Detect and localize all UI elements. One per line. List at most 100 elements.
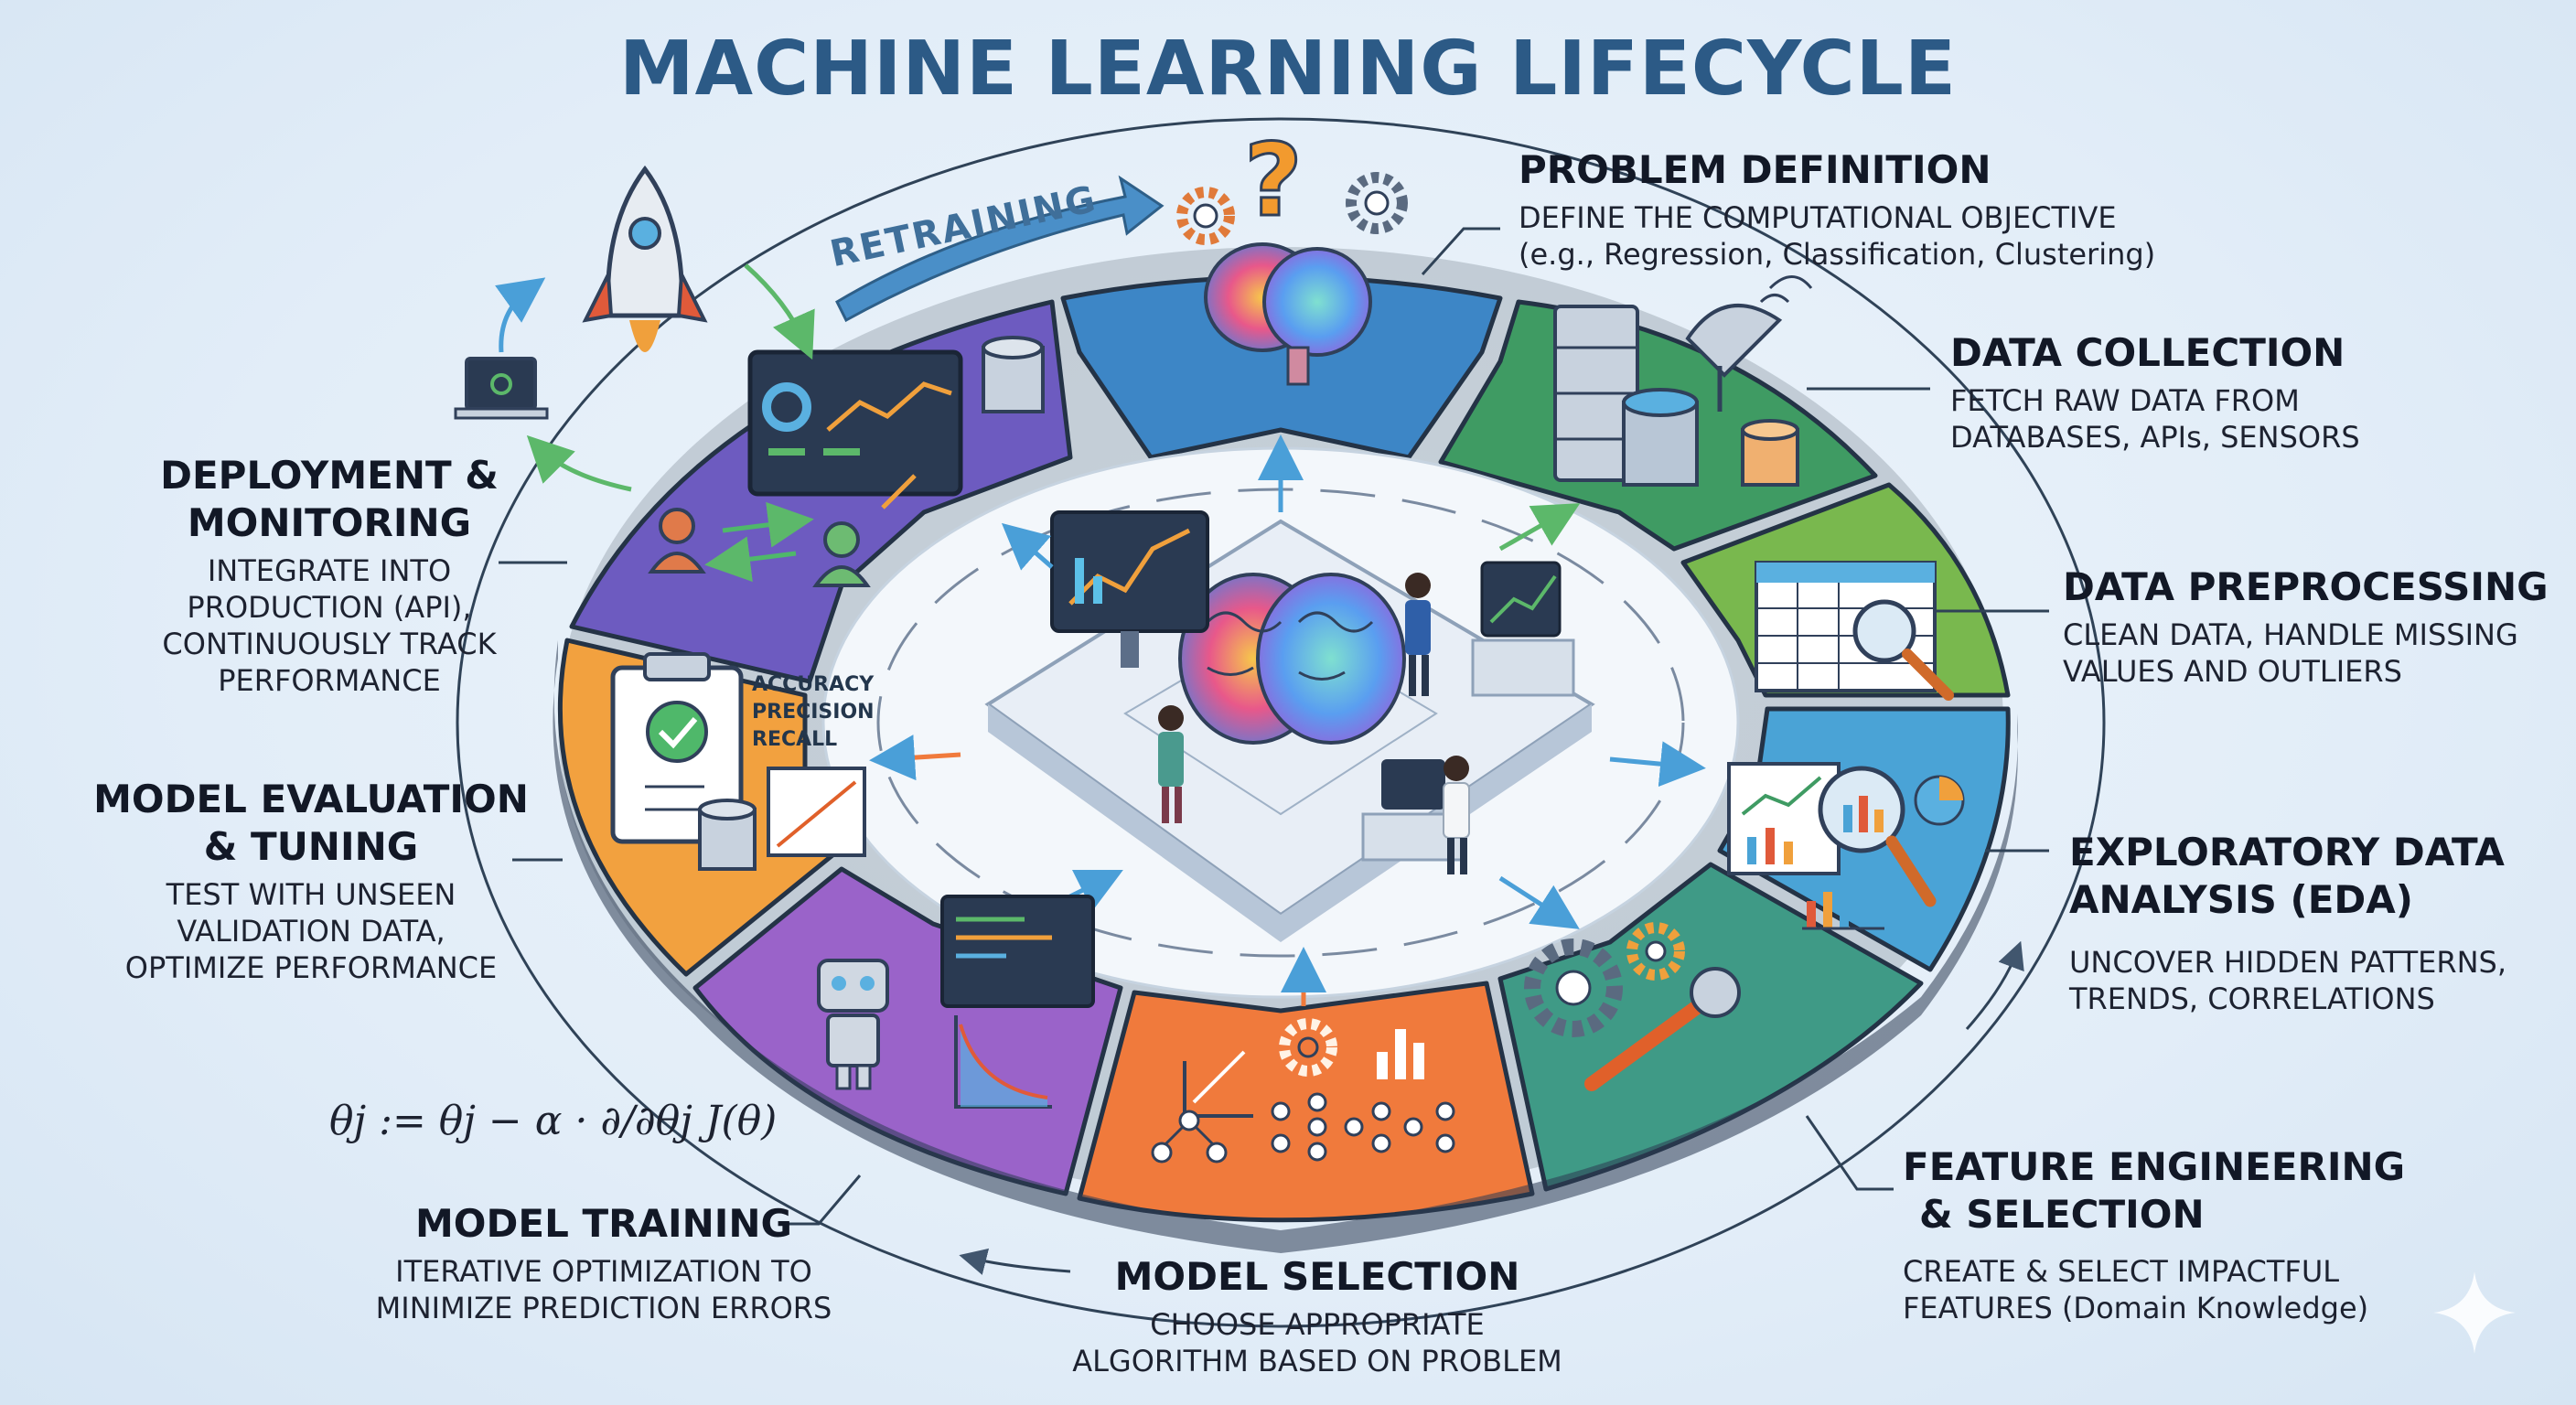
metric-recall: RECALL	[752, 728, 838, 751]
stage-description-line: ALGORITHM BASED ON PROBLEM	[1072, 1344, 1562, 1378]
stage-title: MODEL EVALUATION & TUNING	[64, 776, 558, 871]
user-icon	[648, 508, 706, 574]
stage-title-line: & SELECTION	[1919, 1192, 2205, 1237]
retraining-arrow	[835, 175, 1165, 323]
stage-description: TEST WITH UNSEEN VALIDATION DATA, OPTIMI…	[64, 876, 558, 986]
user-icon	[812, 521, 871, 587]
central-brain-icon	[1178, 573, 1406, 745]
stage-description-line: OPTIMIZE PERFORMANCE	[124, 950, 498, 985]
stage-description-line: DEFINE THE COMPUTATIONAL OBJECTIVE	[1519, 200, 2117, 235]
stage-title: DEPLOYMENT & MONITORING	[110, 452, 549, 547]
pie-chart-icon	[1914, 775, 1965, 826]
question-mark-icon: ?	[1244, 122, 1303, 239]
stage-description: DEFINE THE COMPUTATIONAL OBJECTIVE (e.g.…	[1519, 199, 2155, 273]
stage-title: DATA COLLECTION	[1950, 330, 2345, 375]
stage-description-line: FETCH RAW DATA FROM	[1950, 383, 2300, 418]
problem-brain-icon	[1204, 242, 1372, 386]
stage-title-line: & TUNING	[203, 824, 419, 869]
stage-description: ITERATIVE OPTIMIZATION TO MINIMIZE PREDI…	[366, 1253, 842, 1326]
stage-description: FETCH RAW DATA FROM DATABASES, APIs, SEN…	[1950, 382, 2360, 456]
stage-description-line: FEATURES (Domain Knowledge)	[1903, 1291, 2369, 1325]
stage-description: INTEGRATE INTO PRODUCTION (API), CONTINU…	[110, 552, 549, 699]
label-feature-engineering: FEATURE ENGINEERING & SELECTION CREATE &…	[1903, 1143, 2405, 1326]
label-deployment: DEPLOYMENT & MONITORING INTEGRATE INTO P…	[110, 452, 549, 699]
gear-icon	[1626, 922, 1685, 981]
stage-title: MODEL SELECTION	[1114, 1254, 1520, 1299]
stage-title: PROBLEM DEFINITION	[1519, 147, 1991, 192]
bar-chart-icon	[1802, 892, 1884, 930]
stage-title-line: MODEL EVALUATION	[93, 777, 529, 821]
database-icon	[1622, 388, 1699, 487]
stage-description: CREATE & SELECT IMPACTFUL FEATURES (Doma…	[1903, 1253, 2405, 1326]
rocket-icon	[582, 165, 708, 352]
stage-description: CHOOSE APPROPRIATE ALGORITHM BASED ON PR…	[1043, 1306, 1592, 1379]
stage-description-line: INTEGRATE INTO	[207, 553, 452, 588]
wrench-icon	[1584, 967, 1741, 1091]
loss-curve-icon	[954, 1015, 1052, 1109]
stage-title: DATA PREPROCESSING	[2063, 564, 2549, 609]
stage-description-line: TEST WITH UNSEEN	[166, 877, 456, 912]
person-icon	[1405, 573, 1431, 696]
database-icon	[982, 336, 1045, 413]
stage-description-line: VALUES AND OUTLIERS	[2063, 654, 2402, 689]
stage-title: FEATURE ENGINEERING & SELECTION	[1903, 1143, 2405, 1239]
stage-description-line: UNCOVER HIDDEN PATTERNS,	[2069, 945, 2507, 980]
stage-title-line: ANALYSIS (EDA)	[2069, 877, 2413, 922]
label-problem-definition: PROBLEM DEFINITION DEFINE THE COMPUTATIO…	[1519, 146, 2155, 273]
stage-description-line: ITERATIVE OPTIMIZATION TO	[395, 1254, 812, 1289]
server-rack-icon	[1553, 305, 1639, 482]
central-monitor-icon	[1050, 510, 1209, 668]
metric-accuracy: ACCURACY	[752, 673, 875, 696]
stage-description: CLEAN DATA, HANDLE MISSING VALUES AND OU…	[2063, 617, 2549, 690]
stage-description-line: TRENDS, CORRELATIONS	[2069, 981, 2435, 1016]
stage-description-line: DATABASES, APIs, SENSORS	[1950, 420, 2360, 455]
gear-icon	[1524, 938, 1623, 1037]
code-screen-icon	[940, 895, 1095, 1008]
bar-chart-icon	[1377, 1029, 1424, 1079]
page-title: MACHINE LEARNING LIFECYCLE	[619, 26, 1957, 113]
stage-description-line: CLEAN DATA, HANDLE MISSING	[2063, 617, 2518, 652]
validation-chart-icon	[767, 767, 866, 857]
gear-icon	[1346, 172, 1408, 234]
outer-cycle-line	[456, 117, 2106, 1328]
metric-precision: PRECISION	[752, 701, 875, 724]
clipboard-icon	[610, 652, 744, 844]
stage-description-line: CREATE & SELECT IMPACTFUL	[1903, 1254, 2340, 1289]
exchange-arrows-icon	[704, 501, 814, 583]
dashboard-icon	[747, 349, 963, 497]
stage-description: UNCOVER HIDDEN PATTERNS, TRENDS, CORRELA…	[2069, 944, 2506, 1017]
stage-description-line: PERFORMANCE	[218, 663, 441, 698]
person-icon	[1158, 705, 1184, 823]
stage-title-line: EXPLORATORY DATA	[2069, 830, 2505, 874]
gear-icon	[1279, 1018, 1337, 1077]
database-icon	[698, 799, 757, 871]
person-icon	[1443, 756, 1470, 874]
gear-icon	[1176, 187, 1235, 245]
neural-network-icon	[1371, 1101, 1455, 1153]
neural-network-icon	[1271, 1092, 1364, 1162]
label-model-selection: MODEL SELECTION CHOOSE APPROPRIATE ALGOR…	[1043, 1253, 1592, 1379]
label-data-preprocessing: DATA PREPROCESSING CLEAN DATA, HANDLE MI…	[2063, 563, 2549, 690]
stage-description-line: CHOOSE APPROPRIATE	[1150, 1307, 1485, 1342]
stage-title: EXPLORATORY DATA ANALYSIS (EDA)	[2069, 829, 2506, 924]
stage-description-line: MINIMIZE PREDICTION ERRORS	[375, 1291, 832, 1325]
label-model-evaluation: MODEL EVALUATION & TUNING TEST WITH UNSE…	[64, 776, 558, 986]
stage-description-line: CONTINUOUSLY TRACK	[162, 627, 497, 661]
label-eda: EXPLORATORY DATA ANALYSIS (EDA) UNCOVER …	[2069, 829, 2506, 1017]
stage-description-line: (e.g., Regression, Classification, Clust…	[1519, 237, 2156, 272]
stage-title-line: DEPLOYMENT &	[160, 453, 499, 498]
stage-title-line: FEATURE ENGINEERING	[1903, 1144, 2406, 1189]
stage-description-line: VALIDATION DATA,	[177, 914, 445, 949]
magnifier-icon	[1818, 766, 1937, 907]
satellite-dish-icon	[1685, 275, 1813, 412]
decision-tree-icon	[1151, 1110, 1228, 1164]
database-icon	[1741, 419, 1799, 487]
magnifier-icon	[1852, 599, 1954, 701]
laptop-icon	[454, 357, 549, 420]
gradient-descent-formula: θj := θj − α · ∂/∂θj J(θ)	[329, 1098, 778, 1144]
label-data-collection: DATA COLLECTION FETCH RAW DATA FROM DATA…	[1950, 329, 2360, 456]
label-model-training: MODEL TRAINING ITERATIVE OPTIMIZATION TO…	[366, 1200, 842, 1326]
sparkle-icon	[2433, 1271, 2516, 1354]
robot-icon	[817, 959, 889, 1090]
